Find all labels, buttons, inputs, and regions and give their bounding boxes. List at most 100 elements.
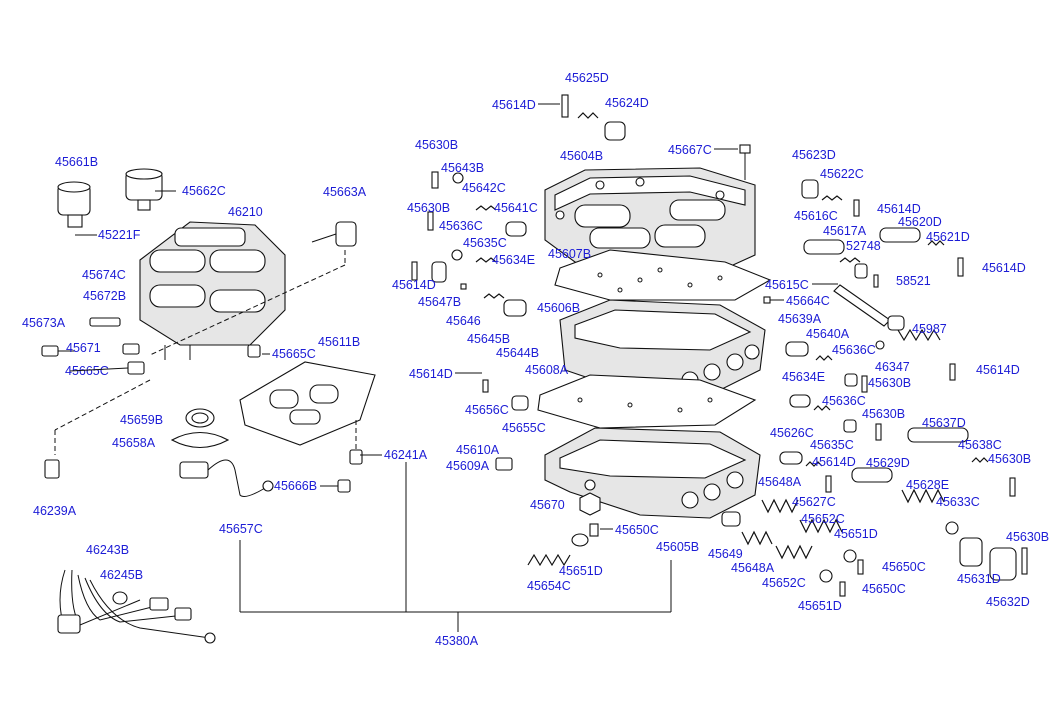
label-45623D: 45623D xyxy=(792,148,836,162)
lower-valve-body xyxy=(544,427,761,519)
sensor-45663a xyxy=(311,221,357,247)
separator-plate-upper xyxy=(554,249,772,301)
clip-45671 xyxy=(122,343,140,355)
label-45659B: 45659B xyxy=(120,413,163,427)
label-45615C: 45615C xyxy=(765,278,809,292)
label-45608A: 45608A xyxy=(525,363,569,377)
label-45673A: 45673A xyxy=(22,316,66,330)
label-45650C: 45650C xyxy=(882,560,926,574)
label-45649: 45649 xyxy=(708,547,743,561)
sensor-45657c xyxy=(179,459,274,497)
label-45636C: 45636C xyxy=(822,394,866,408)
label-45629D: 45629D xyxy=(866,456,910,470)
label-45651D: 45651D xyxy=(834,527,878,541)
label-45665C: 45665C xyxy=(65,364,109,378)
label-45658A: 45658A xyxy=(112,436,156,450)
label-45625D: 45625D xyxy=(565,71,609,85)
label-45634E: 45634E xyxy=(492,253,535,267)
label-45646: 45646 xyxy=(446,314,481,328)
valve-body-assembly xyxy=(139,221,286,360)
label-45627C: 45627C xyxy=(792,495,836,509)
label-45635C: 45635C xyxy=(810,438,854,452)
label-45647B: 45647B xyxy=(418,295,461,309)
label-45662C: 45662C xyxy=(182,184,226,198)
bolt-46241a xyxy=(349,449,363,465)
right-parts xyxy=(721,179,1028,597)
label-46239A: 46239A xyxy=(33,504,77,518)
label-45652C: 45652C xyxy=(762,576,806,590)
top-center-parts xyxy=(561,94,626,141)
upper-valve-body xyxy=(544,167,756,283)
label-45643B: 45643B xyxy=(441,161,484,175)
label-45648A: 45648A xyxy=(731,561,775,575)
label-45674C: 45674C xyxy=(82,268,126,282)
label-45670: 45670 xyxy=(530,498,565,512)
label-46243B: 46243B xyxy=(86,543,129,557)
label-45651D: 45651D xyxy=(559,564,603,578)
label-45614D: 45614D xyxy=(492,98,536,112)
label-45614D: 45614D xyxy=(982,261,1026,275)
label-45665C: 45665C xyxy=(272,347,316,361)
washer-45665c xyxy=(127,361,145,375)
label-45614D: 45614D xyxy=(976,363,1020,377)
label-45380A: 45380A xyxy=(435,634,479,648)
middle-valve-body xyxy=(559,299,766,396)
label-45637D: 45637D xyxy=(922,416,966,430)
label-45636C: 45636C xyxy=(439,219,483,233)
label-45648A: 45648A xyxy=(758,475,802,489)
label-45616C: 45616C xyxy=(794,209,838,223)
label-45614D: 45614D xyxy=(877,202,921,216)
label-45620D: 45620D xyxy=(898,215,942,229)
label-45610A: 45610A xyxy=(456,443,500,457)
bolt-46239a xyxy=(44,459,60,479)
bracket-45673a xyxy=(89,317,121,327)
label-46245B: 46245B xyxy=(100,568,143,582)
label-45614D: 45614D xyxy=(392,278,436,292)
label-45628E: 45628E xyxy=(906,478,949,492)
label-45650C: 45650C xyxy=(615,523,659,537)
label-45221F: 45221F xyxy=(98,228,141,242)
label-45630B: 45630B xyxy=(415,138,458,152)
bolt-45665c xyxy=(247,344,261,358)
label-45631D: 45631D xyxy=(957,572,1001,586)
label-46347: 46347 xyxy=(875,360,910,374)
label-45605B: 45605B xyxy=(656,540,699,554)
label-45656C: 45656C xyxy=(465,403,509,417)
gasket-plate xyxy=(239,361,376,446)
label-45636C: 45636C xyxy=(832,343,876,357)
wire-harness xyxy=(57,569,216,644)
label-45640A: 45640A xyxy=(806,327,850,341)
label-45617A: 45617A xyxy=(823,224,867,238)
label-45606B: 45606B xyxy=(537,301,580,315)
label-45645B: 45645B xyxy=(467,332,510,346)
label-45630B: 45630B xyxy=(988,452,1031,466)
label-46241A: 46241A xyxy=(384,448,428,462)
label-45664C: 45664C xyxy=(786,294,830,308)
label-45611B: 45611B xyxy=(318,335,360,349)
label-45666B: 45666B xyxy=(274,479,317,493)
label-45630B: 45630B xyxy=(407,201,450,215)
bolt-45673a xyxy=(41,345,59,357)
gasket-45658a xyxy=(170,431,230,449)
label-45635C: 45635C xyxy=(463,236,507,250)
label-45632D: 45632D xyxy=(986,595,1030,609)
label-45650C: 45650C xyxy=(862,582,906,596)
center-small-parts xyxy=(411,171,601,567)
label-45634E: 45634E xyxy=(782,370,825,384)
label-52748: 52748 xyxy=(846,239,881,253)
label-45630B: 45630B xyxy=(868,376,911,390)
part-labels: 45625D 45614D 45624D 45604B 45667C 45623… xyxy=(22,71,1049,648)
bolt xyxy=(739,144,751,180)
label-45630B: 45630B xyxy=(862,407,905,421)
label-45630B: 45630B xyxy=(1006,530,1049,544)
label-45607B: 45607B xyxy=(548,247,591,261)
label-45987: 45987 xyxy=(912,322,947,336)
label-45667C: 45667C xyxy=(668,143,712,157)
solenoid-45662c xyxy=(125,168,163,211)
label-45672B: 45672B xyxy=(83,289,126,303)
label-45621D: 45621D xyxy=(926,230,970,244)
label-45641C: 45641C xyxy=(494,201,538,215)
label-45624D: 45624D xyxy=(605,96,649,110)
label-45654C: 45654C xyxy=(527,579,571,593)
